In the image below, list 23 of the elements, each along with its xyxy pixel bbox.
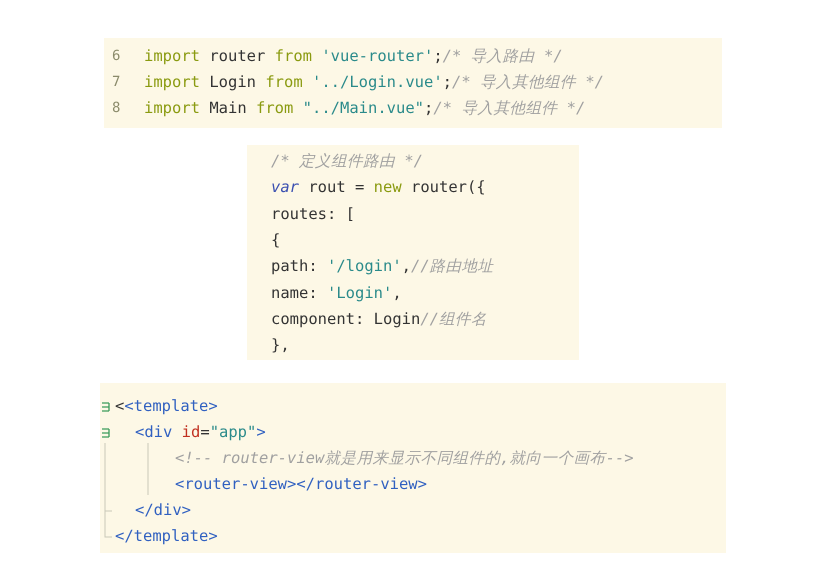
code-panel xyxy=(247,145,579,360)
code-line: <<template> xyxy=(115,396,218,417)
code-line: component: Login//组件名 xyxy=(271,308,487,330)
line-number: 6 xyxy=(112,47,120,66)
line-number: 8 xyxy=(112,99,120,118)
code-panel xyxy=(104,38,722,128)
code-line: }, xyxy=(271,335,290,356)
code-line: /* 定义组件路由 */ xyxy=(271,151,423,172)
code-line: <!-- router-view就是用来显示不同组件的,就向一个画布--> xyxy=(175,448,634,469)
code-line: { xyxy=(271,230,280,251)
code-line: <router-view></router-view> xyxy=(175,474,427,495)
code-line: </template> xyxy=(115,526,218,547)
code-line: import Main from "../Main.vue";/* 导入其他组件 */ xyxy=(144,98,586,119)
code-line: var rout = new router({ xyxy=(271,177,486,198)
code-line: path: '/login',//路由地址 xyxy=(271,256,494,278)
code-panel xyxy=(100,383,726,553)
code-line: <div id="app"> xyxy=(135,422,266,443)
code-line: </div> xyxy=(135,500,192,521)
code-line: import router from 'vue-router';/* 导入路由 */ xyxy=(144,46,563,67)
code-line: name: 'Login', xyxy=(271,282,402,304)
code-line: routes: [ xyxy=(271,204,355,225)
code-line: import Login from '../Login.vue';/* 导入其他组件 */ xyxy=(144,72,604,93)
line-number: 7 xyxy=(112,73,120,92)
